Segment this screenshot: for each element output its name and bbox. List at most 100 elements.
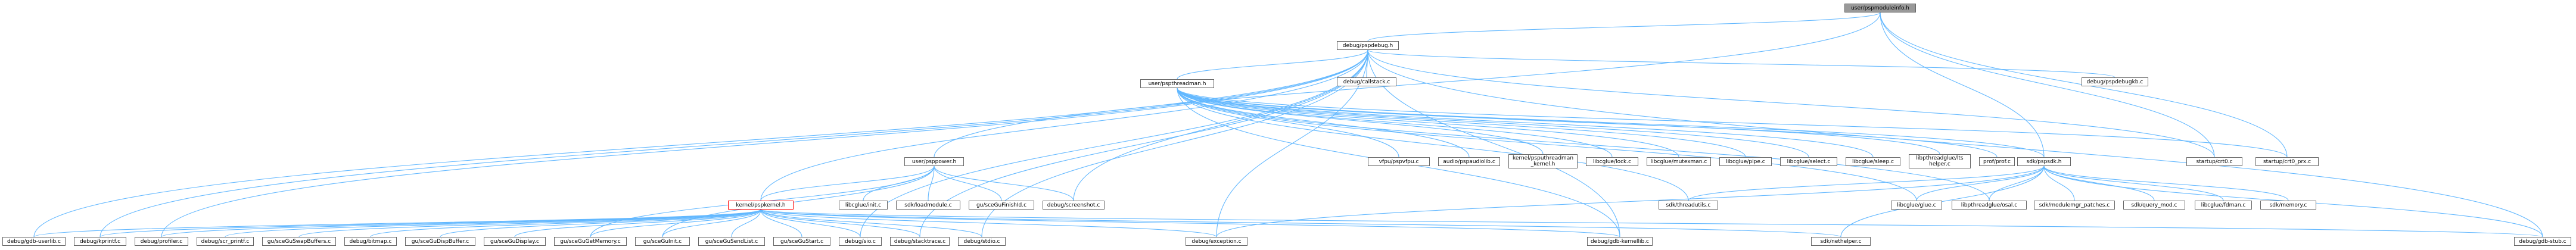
node-callstack-c[interactable]: debug/callstack.c (1337, 77, 1396, 86)
node-screenshot-c[interactable]: debug/screenshot.c (1043, 201, 1105, 210)
node-select-c[interactable]: libcglue/select.c (1780, 157, 1837, 166)
edge-pspkernel-stacktrace (758, 205, 920, 238)
node-stacktrace-c[interactable]: debug/stacktrace.c (890, 237, 950, 246)
edge-pspthreadman-kthreadman (1174, 83, 1544, 155)
node-gdb-userlib-c[interactable]: debug/gdb-userlib.c (2, 237, 66, 246)
edge-pspthreadman-crt0prx (1174, 83, 2288, 158)
edge-pspdebug-pspthreadman (1177, 45, 1371, 80)
node-exception-c[interactable]: debug/exception.c (1186, 237, 1247, 246)
node-sleep-c[interactable]: libcglue/sleep.c (1846, 157, 1900, 166)
node-crt0-c[interactable]: startup/crt0.c (2186, 157, 2242, 166)
edge-pspsdk-glue (1916, 161, 2047, 201)
edge-pspkernel-display (514, 205, 764, 238)
edge-pspkernel-guinit (662, 205, 764, 238)
node-pspvfpu-c[interactable]: vfpu/pspvfpu.c (1368, 157, 1430, 166)
edge-pspthreadman-vfpupspvfpu (1174, 83, 1399, 158)
node-fdman-c[interactable]: libcglue/fdman.c (2195, 201, 2252, 210)
edge-pspdebug-profiler (161, 45, 1371, 238)
edge-pspkernel-swapbuf (298, 205, 764, 238)
edge-pspsdk-exception (1216, 161, 2047, 238)
node-mutexman-c[interactable]: libcglue/mutexman.c (1647, 157, 1711, 166)
edge-pspdebug-pspdebugkb (1365, 45, 2115, 78)
node-gdb-stub-c[interactable]: debug/gdb-stub.c (2514, 237, 2571, 246)
edge-pspkernel-gdbkernel (758, 205, 1620, 238)
node-sceGuGetMemory-c[interactable]: gu/sceGuGetMemory.c (554, 237, 627, 246)
edge-pspkernel-stdio (758, 205, 982, 238)
edge-pspthreadman-lock (1174, 83, 1613, 158)
node-memory-c[interactable]: sdk/memory.c (2260, 201, 2316, 210)
edge-pspkernel-gdbstub (757, 204, 2543, 238)
edge-pspthreadman-pspsdk (1174, 83, 2045, 158)
edge-pspkernel-getmem (590, 205, 764, 238)
node-crt0-prx-c[interactable]: startup/crt0_prx.c (2255, 157, 2319, 166)
node-init-c[interactable]: libcglue/init.c (839, 201, 888, 210)
edge-root-psppower (934, 8, 1883, 158)
edge-pspdebug-crt0 (1365, 45, 2215, 158)
node-ltshelper-c[interactable]: libpthreadglue/lts helper.c (1909, 154, 1971, 168)
node-nethelper-c[interactable]: sdk/nethelper.c (1811, 237, 1871, 246)
edge-pspkernel-sendlist (731, 205, 764, 238)
node-sceGuStart-c[interactable]: gu/sceGuStart.c (773, 237, 830, 246)
node-stdio-c[interactable]: debug/stdio.c (958, 237, 1006, 246)
node-psputhreadman-kernel-h[interactable]: kernel/psputhreadman _kernel.h (1508, 154, 1578, 168)
edge-pspkernel-usersb (33, 205, 764, 238)
node-sceGuFinishId-c[interactable]: gu/sceGuFinishId.c (969, 201, 1034, 210)
edge-pspdebug-pspkernel (760, 45, 1371, 201)
edge-pspthreadman-pipe (1174, 83, 1746, 158)
node-sceGuDisplay-c[interactable]: gu/sceGuDisplay.c (484, 237, 546, 246)
node-pipe-c[interactable]: libcglue/pipe.c (1719, 157, 1772, 166)
node-kprintf-c[interactable]: debug/kprintf.c (74, 237, 126, 246)
edge-pspthreadman-prof (1174, 83, 1998, 158)
edge-pspkernel-dispbuf (440, 205, 764, 238)
edge-root-crt0 (1877, 8, 2215, 158)
node-prof-c[interactable]: prof/prof.c (1979, 157, 2015, 166)
edge-root-pspdebug (1367, 8, 1883, 42)
edge-psppower-gufinish (931, 161, 1002, 201)
edge-pspsdk-modulemgr (2041, 161, 2075, 201)
node-loadmodule-c[interactable]: sdk/loadmodule.c (896, 201, 960, 210)
node-profiler-c[interactable]: debug/profiler.c (135, 237, 188, 246)
node-osal-c[interactable]: libpthreadglue/osal.c (1952, 201, 2027, 210)
node-sceGuDispBuffer-c[interactable]: gu/sceGuDispBuffer.c (405, 237, 475, 246)
edge-pspthreadman-mutexman (1174, 83, 1679, 158)
edge-pspsdk-querymod (2041, 161, 2155, 201)
edge-pspthreadman-select (1174, 83, 1809, 158)
node-pspdebugkb-c[interactable]: debug/pspdebugkb.c (2082, 77, 2148, 86)
node-query-mod-c[interactable]: sdk/query_mod.c (2123, 201, 2185, 210)
edge-pspkernel-bitmap (370, 205, 764, 238)
edge-pspthreadman-sleep (1174, 83, 1874, 158)
edge-pspthreadman-osal (1174, 83, 1990, 201)
edge-pspthreadman-threadutils (1174, 83, 1689, 201)
node-bitmap-c[interactable]: debug/bitmap.c (344, 237, 397, 246)
node-modulemgr-patches-c[interactable]: sdk/modulemgr_patches.c (2034, 201, 2115, 210)
node-sio-c[interactable]: debug/sio.c (839, 237, 882, 246)
node-sceGuSendList-c[interactable]: gu/sceGuSendList.c (698, 237, 765, 246)
node-pspkernel-h[interactable]: kernel/pspkernel.h (728, 201, 794, 210)
node-threadutils-c[interactable]: sdk/threadutils.c (1659, 201, 1718, 210)
node-sceGuSwapBuffers-c[interactable]: gu/sceGuSwapBuffers.c (262, 237, 336, 246)
edge-pspkernel-exception (758, 205, 1217, 238)
edge-root-pspsdk (1877, 8, 2045, 158)
edge-pspsdk-fdman (2041, 161, 2224, 201)
node-pspthreadman-h[interactable]: user/pspthreadman.h (1140, 79, 1214, 88)
edge-pspsdk-memory (2041, 161, 2289, 201)
node-pspdebug-h[interactable]: debug/pspdebug.h (1337, 41, 1399, 50)
edge-psppower-pspkernel (760, 161, 937, 201)
node-root-pspmoduleinfo: user/pspmoduleinfo.h (1844, 4, 1916, 12)
edge-pspkernel-profiler (161, 205, 764, 238)
node-scr-printf-c[interactable]: debug/scr_printf.c (197, 237, 254, 246)
edge-pspsdk-osal (1989, 161, 2047, 201)
node-glue-c[interactable]: libcglue/glue.c (1891, 201, 1942, 210)
node-pspsdk-h[interactable]: sdk/pspsdk.h (2017, 157, 2071, 166)
edge-pspkernel-kprintf (99, 205, 764, 238)
edge-pspkernel-sio (758, 205, 861, 238)
node-sceGuInit-c[interactable]: gu/sceGuInit.c (635, 237, 690, 246)
node-psppower-h[interactable]: user/psppower.h (904, 157, 964, 166)
edge-pspdebug-gdbstub (1365, 45, 2543, 238)
node-pspaudiolib-c[interactable]: audio/pspaudiolib.c (1438, 157, 1500, 166)
node-lock-c[interactable]: libcglue/lock.c (1586, 157, 1638, 166)
node-gdb-kernellib-c[interactable]: debug/gdb-kernellib.c (1587, 237, 1653, 246)
edge-pspdebug-kprintf (99, 45, 1371, 238)
